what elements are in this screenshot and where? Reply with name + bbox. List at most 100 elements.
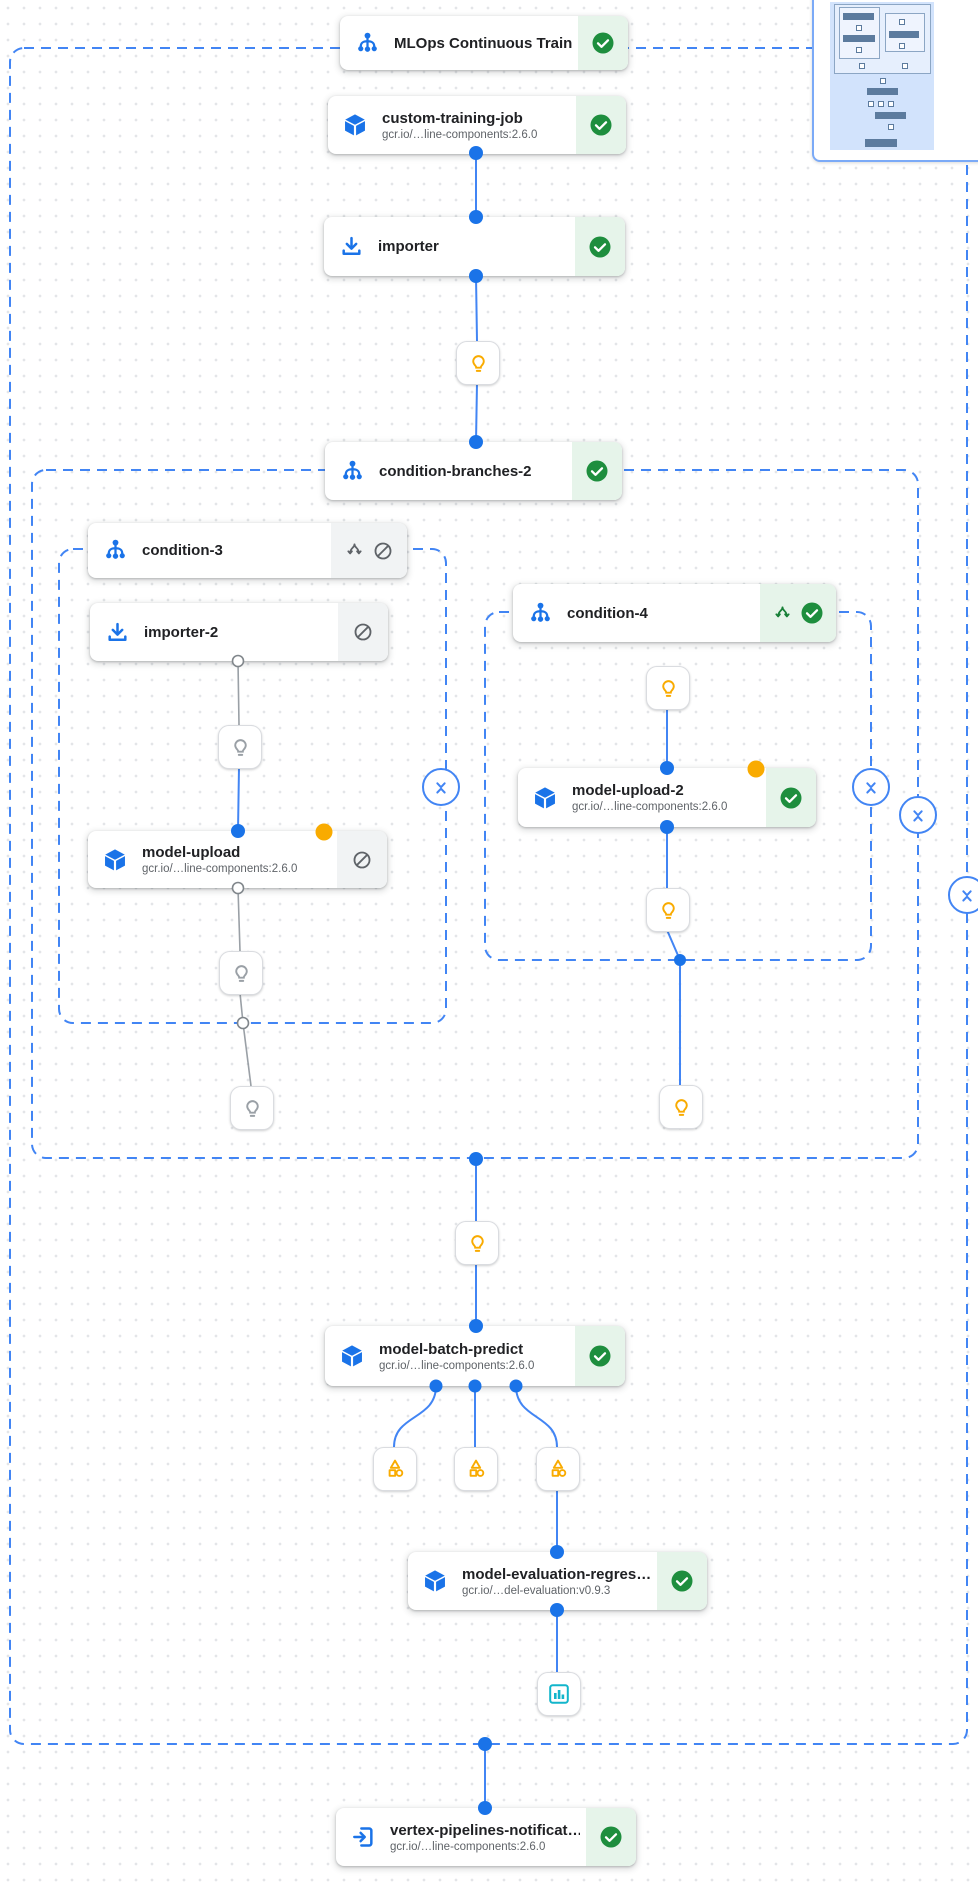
status-badge [575, 1326, 625, 1386]
lightbulb-icon [674, 1098, 688, 1116]
node-title: vertex-pipelines-notificat… [390, 1821, 580, 1839]
node-title: custom-training-job [382, 109, 523, 127]
lightbulb-icon [470, 1234, 484, 1252]
cube-icon [328, 112, 382, 138]
minimap-node [875, 112, 906, 119]
bar-chart-icon [549, 1684, 569, 1704]
check-circle-icon [801, 602, 823, 624]
node-importer[interactable]: importer [324, 217, 625, 276]
check-circle-icon [589, 236, 611, 257]
unfold-less-icon [436, 782, 446, 794]
exit-to-app-icon [336, 1824, 390, 1850]
artifact-parameter[interactable] [456, 341, 500, 385]
status-badge [572, 442, 622, 500]
artifact-parameter[interactable] [646, 888, 690, 932]
edge-skipped [239, 992, 244, 1024]
minimap-node [865, 139, 897, 147]
edge [237, 766, 240, 832]
node-condition-3[interactable]: condition-3 [88, 523, 407, 578]
minimap-node [878, 101, 884, 107]
node-title: condition-branches-2 [379, 462, 532, 480]
minimap-node [843, 35, 875, 42]
check-circle-icon [780, 787, 802, 808]
node-subtitle: gcr.io/…line-components:2.6.0 [382, 128, 538, 141]
skipped-icon [353, 851, 371, 868]
node-subtitle: gcr.io/…line-components:2.6.0 [572, 801, 728, 813]
status-badge [331, 523, 407, 578]
cube-icon [88, 847, 142, 873]
metrics-icon [388, 1459, 404, 1477]
node-subtitle: gcr.io/…del-evaluation:v0.9.3 [462, 1584, 611, 1597]
skipped-icon [354, 623, 372, 641]
node-condition-4[interactable]: condition-4 [513, 584, 836, 642]
minimap-node [899, 43, 905, 49]
node-model-evaluation-regression[interactable]: model-evaluation-regres… gcr.io/…del-eva… [408, 1552, 707, 1610]
minimap-node [889, 31, 919, 38]
edge [515, 1385, 558, 1448]
artifact-parameter[interactable] [455, 1221, 499, 1265]
edge [393, 1385, 437, 1448]
minimap-node [856, 47, 862, 53]
collapse-condition-3-button[interactable] [422, 768, 460, 806]
artifact-metrics[interactable] [536, 1447, 580, 1491]
node-title: model-batch-predict [379, 1340, 524, 1358]
node-title: model-upload-2 [572, 782, 684, 799]
minimap-node [856, 25, 862, 31]
node-title: condition-4 [567, 604, 648, 622]
node-condition-branches-2[interactable]: condition-branches-2 [325, 442, 622, 500]
artifact-parameter-skipped[interactable] [219, 951, 263, 995]
check-circle-icon [671, 1570, 693, 1592]
lightbulb-icon [661, 679, 675, 697]
node-model-batch-predict[interactable]: model-batch-predict gcr.io/…line-compone… [325, 1326, 625, 1386]
check-circle-icon [600, 1826, 622, 1848]
cube-icon [325, 1343, 379, 1369]
call-split-icon [347, 543, 362, 555]
collapse-pipeline-group-button[interactable] [948, 876, 978, 914]
node-subtitle: gcr.io/…line-components:2.6.0 [142, 863, 298, 875]
node-title: model-evaluation-regres… [462, 1565, 651, 1583]
check-circle-icon [592, 32, 614, 54]
minimap-node [899, 19, 905, 25]
check-circle-icon [586, 460, 608, 482]
collapse-condition-branches-2-button[interactable] [899, 796, 937, 834]
node-title: MLOps Continuous Traini… [394, 34, 572, 52]
artifact-metrics[interactable] [454, 1447, 498, 1491]
status-badge [575, 217, 625, 276]
status-badge [760, 584, 836, 642]
node-subtitle: gcr.io/…line-components:2.6.0 [390, 1840, 546, 1853]
edge-skipped [242, 1022, 252, 1087]
lightbulb-icon [245, 1099, 259, 1117]
status-badge [657, 1552, 707, 1610]
artifact-parameter[interactable] [646, 666, 690, 710]
minimap-node [888, 124, 894, 130]
branch-tree-icon [325, 458, 379, 485]
node-mlops-pipeline[interactable]: MLOps Continuous Traini… [340, 16, 628, 70]
artifact-parameter-skipped[interactable] [218, 725, 262, 769]
lightbulb-icon [471, 354, 485, 372]
metrics-icon [551, 1459, 567, 1477]
minimap[interactable] [812, 0, 978, 162]
cube-icon [408, 1568, 462, 1594]
check-circle-icon [589, 1345, 611, 1367]
status-badge [766, 768, 816, 827]
node-custom-training-job[interactable]: custom-training-job gcr.io/…line-compone… [328, 96, 626, 154]
unfold-less-icon [962, 890, 972, 902]
node-model-upload[interactable]: model-upload gcr.io/…line-components:2.6… [88, 831, 387, 888]
node-importer-2[interactable]: importer-2 [90, 603, 388, 661]
edges-executed [237, 153, 681, 1808]
status-badge [586, 1808, 636, 1866]
node-model-upload-2[interactable]: model-upload-2 gcr.io/…line-components:2… [518, 768, 816, 827]
artifact-visualization[interactable] [537, 1672, 581, 1716]
collapse-condition-4-button[interactable] [852, 768, 890, 806]
node-subtitle: gcr.io/…line-components:2.6.0 [379, 1359, 535, 1372]
edge [666, 929, 681, 961]
edge [475, 382, 478, 443]
minimap-node [888, 101, 894, 107]
artifact-parameter[interactable] [659, 1085, 703, 1129]
artifact-metrics[interactable] [373, 1447, 417, 1491]
check-circle-icon [590, 114, 612, 136]
edge-skipped [237, 887, 241, 952]
artifact-parameter-skipped[interactable] [230, 1086, 274, 1130]
node-vertex-pipelines-notification[interactable]: vertex-pipelines-notificat… gcr.io/…line… [336, 1808, 636, 1866]
